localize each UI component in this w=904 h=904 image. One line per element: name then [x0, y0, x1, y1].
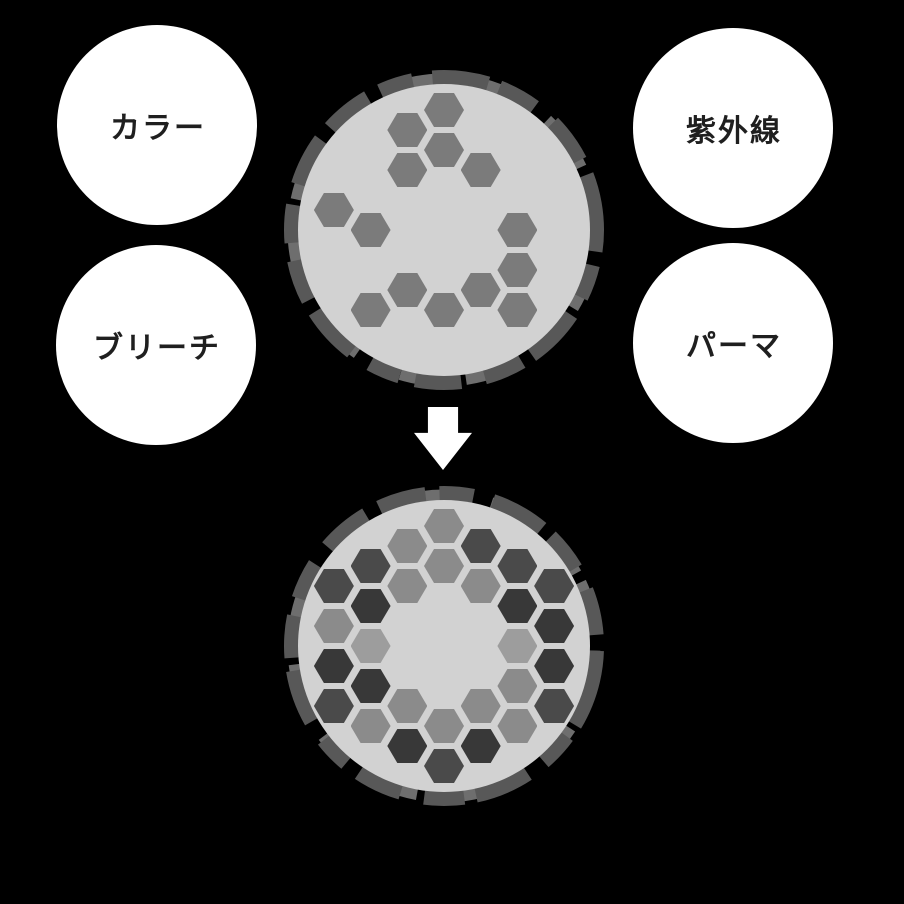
cmc-hexagon — [497, 709, 538, 743]
cmc-hexagon — [460, 529, 501, 563]
cmc-hexagon — [497, 629, 538, 663]
cmc-hexagon — [350, 589, 391, 623]
cmc-hexagon — [497, 549, 538, 583]
cmc-hexagon — [313, 609, 354, 643]
cmc-hexagon — [534, 609, 575, 643]
cmc-hexagon — [497, 669, 538, 703]
factor-label-uv: 紫外線 — [686, 115, 782, 148]
cmc-hexagon — [387, 569, 428, 603]
cmc-hexagon — [350, 629, 391, 663]
cmc-hexagon — [387, 689, 428, 723]
cmc-hexagon — [424, 549, 464, 583]
cmc-hexagon — [534, 569, 575, 603]
repaired-hair-cross-section — [274, 476, 614, 816]
cuticle-dashed-ring-dark — [284, 486, 604, 806]
cmc-hexagon — [387, 529, 428, 563]
cuticle-dashed-ring-dark — [284, 70, 604, 390]
factor-label-bleach: ブリーチ — [93, 332, 221, 365]
cmc-hexagon — [350, 709, 391, 743]
factor-circle-color: カラー — [57, 25, 257, 225]
cmc-hexagon — [460, 569, 501, 603]
strand-fill-circle — [298, 84, 590, 376]
cmc-hexagon — [534, 649, 575, 683]
factor-circle-perm: パーマ — [633, 243, 833, 443]
cmc-hexagon — [460, 729, 501, 763]
cmc-hexagon — [534, 689, 575, 723]
factor-label-perm: パーマ — [686, 330, 782, 363]
cmc-hexagon — [460, 689, 501, 723]
damaged-hair-cross-section — [274, 60, 614, 400]
strand-fill-circle — [298, 500, 590, 792]
cmc-hexagon — [313, 569, 354, 603]
factor-circle-uv: 紫外線 — [633, 28, 833, 228]
factor-label-color: カラー — [110, 112, 206, 145]
cmc-hexagon — [424, 749, 464, 783]
factor-circle-bleach: ブリーチ — [56, 245, 256, 445]
cmc-hexagon — [497, 589, 538, 623]
cmc-hexagon — [350, 669, 391, 703]
cmc-hexagon — [313, 649, 354, 683]
cmc-hexagon — [387, 729, 428, 763]
cmc-hexagon — [313, 689, 354, 723]
down-arrow-icon — [414, 407, 472, 470]
cmc-hexagon — [424, 709, 464, 743]
cmc-hexagon — [424, 509, 464, 543]
cmc-hexagon — [350, 549, 391, 583]
